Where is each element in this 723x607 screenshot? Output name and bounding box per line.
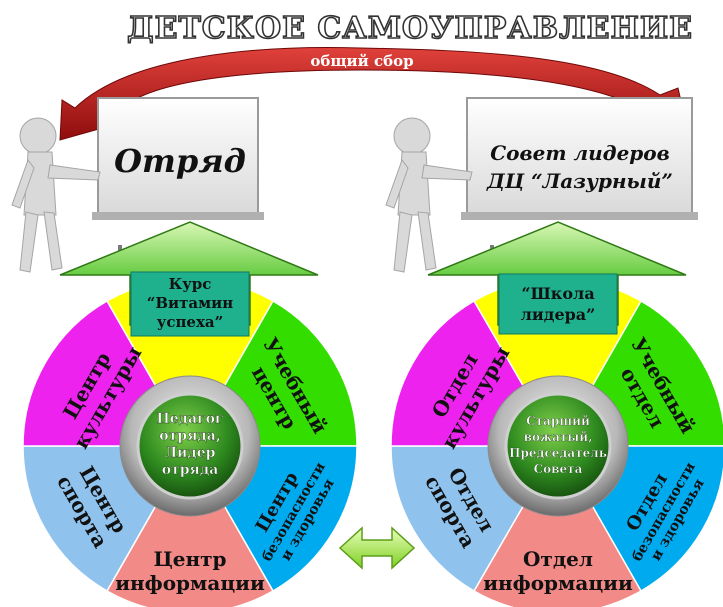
left-board: Отряд <box>92 97 264 275</box>
right-up-arrow: “Школа лидера” <box>427 221 687 335</box>
right-wheel: Отдел культуры Учебный отдел Отдел спорт… <box>390 277 723 607</box>
left-arrow-line-2: “Витамин <box>147 294 234 312</box>
left-arrow-box <box>130 271 250 337</box>
left-presenter-figure <box>11 117 101 273</box>
right-label-info-2: информации <box>483 571 633 595</box>
right-label-info: Отдел информации <box>483 547 633 595</box>
right-center-line-4: Совета <box>534 462 583 476</box>
left-label-info: Центр информации <box>115 547 265 595</box>
left-center-line-4: отряда <box>162 462 219 478</box>
right-segment-info <box>472 444 643 607</box>
left-center-line-1: Педагог <box>156 411 223 427</box>
right-center-line-2: вожатый, <box>524 430 593 444</box>
left-wheel: Центр культуры Учебный центр Центр спорт… <box>22 278 358 607</box>
right-presenter-figure <box>385 117 473 273</box>
right-center-text: Старший вожатый, Председатель Совета <box>509 414 607 476</box>
left-label-info-1: Центр <box>153 547 226 571</box>
left-center-line-2: отряда, <box>159 428 220 444</box>
left-center-text: Педагог отряда, Лидер отряда <box>156 411 223 478</box>
left-segment-info <box>105 444 275 607</box>
left-arrow-line-3: успеха” <box>157 313 224 331</box>
right-label-info-1: Отдел <box>523 547 593 571</box>
left-label-info-2: информации <box>115 571 265 595</box>
banner-label: общий сбор <box>310 52 413 70</box>
double-arrow-icon <box>338 526 416 570</box>
right-board-line-2: ДЦ “Лазурный” <box>486 169 673 193</box>
right-center-line-1: Старший <box>526 414 590 428</box>
left-center-line-3: Лидер <box>165 445 216 461</box>
right-arrow-line-1: “Школа <box>521 284 594 303</box>
right-arrow-line-2: лидера” <box>521 305 596 324</box>
left-up-arrow: Курс “Витамин успеха” <box>59 221 319 337</box>
right-board-line-1: Совет лидеров <box>490 141 670 165</box>
right-board: Совет лидеров ДЦ “Лазурный” <box>461 97 698 275</box>
page-title: ДЕТСКОЕ САМОУПРАВЛЕНИЕ <box>127 11 693 46</box>
left-board-title: Отряд <box>114 142 246 180</box>
right-arrow-box <box>498 273 618 335</box>
right-center-line-3: Председатель <box>509 446 607 460</box>
left-arrow-line-1: Курс <box>169 275 212 293</box>
